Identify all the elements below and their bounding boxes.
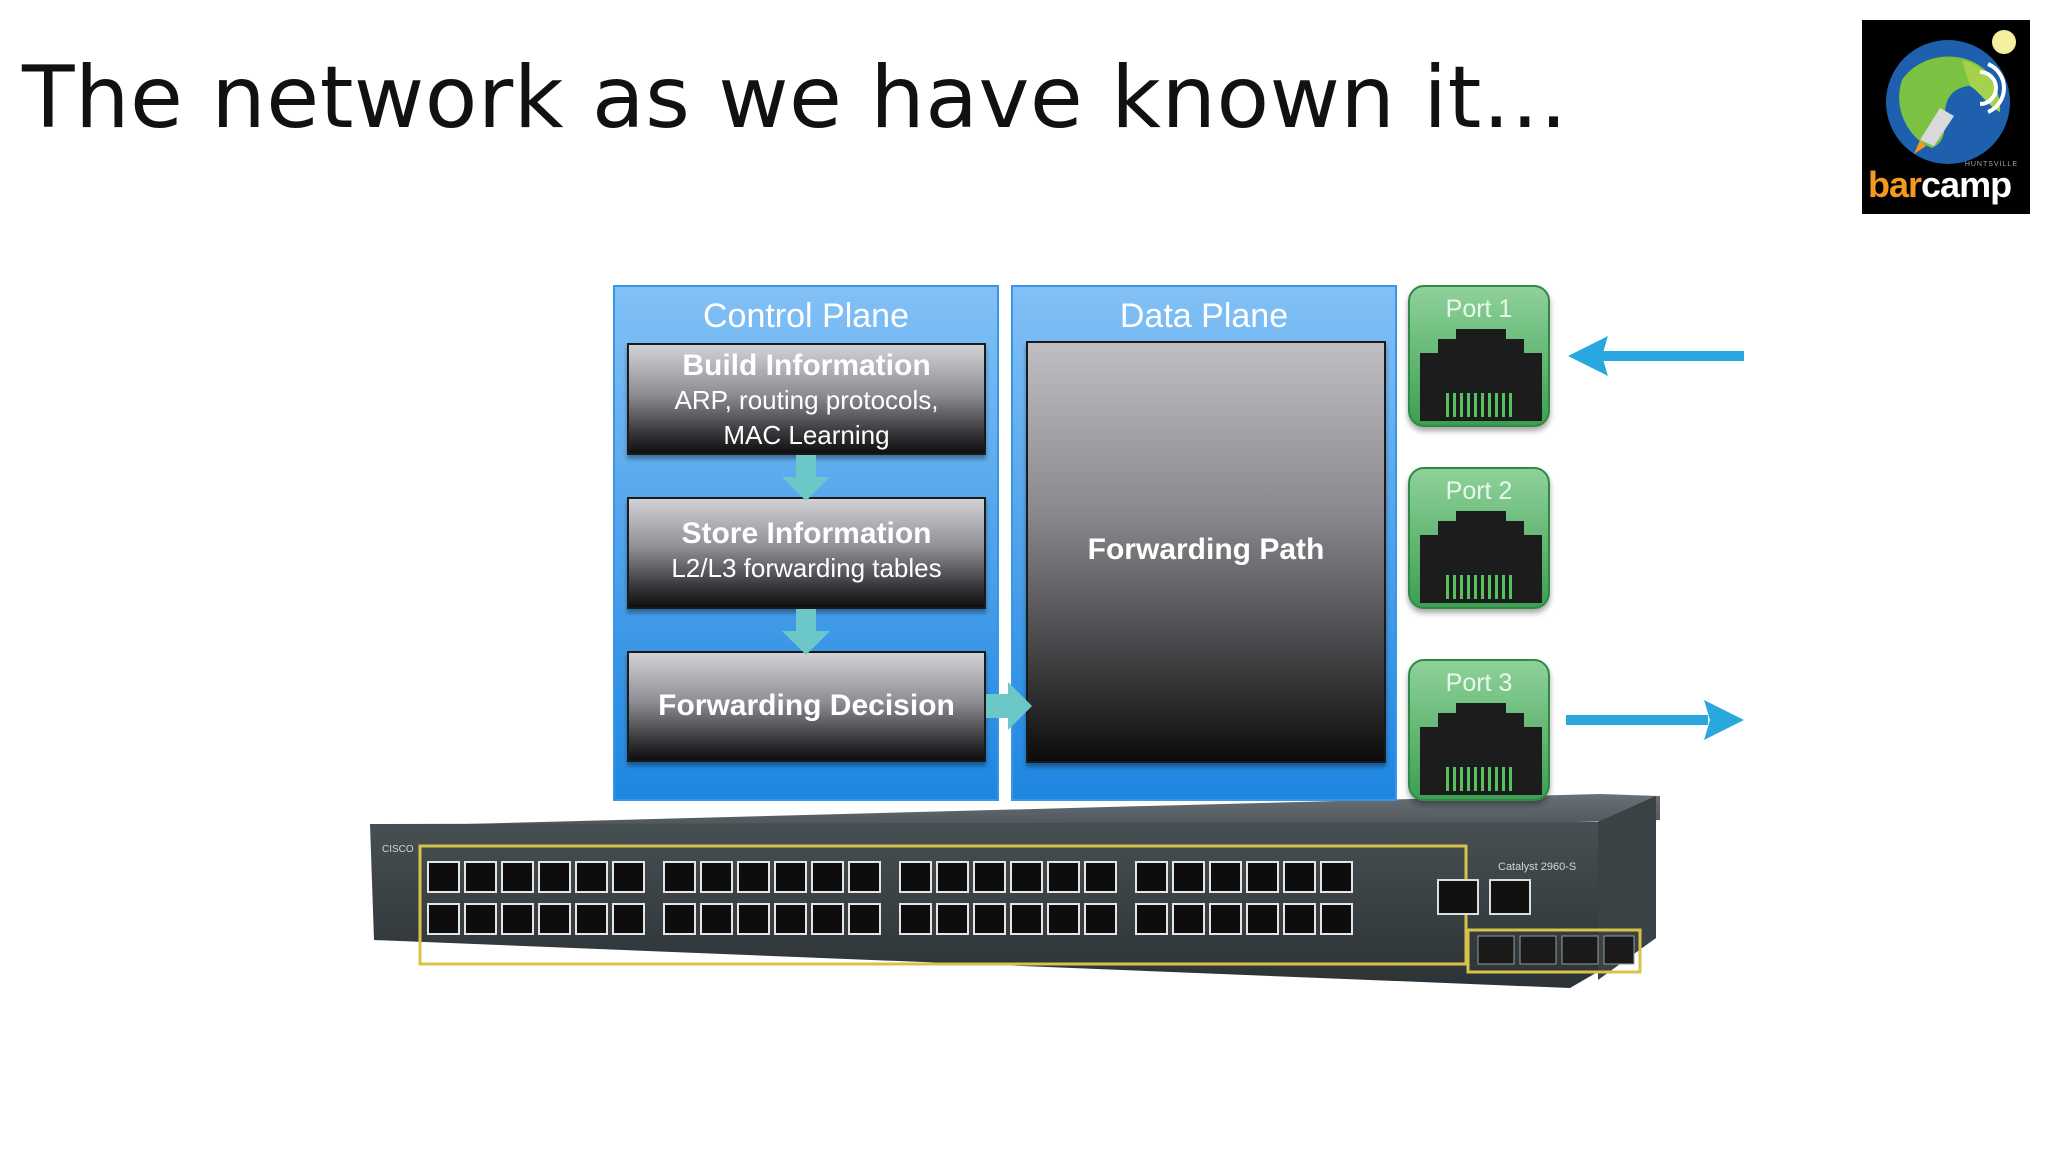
switch-ethernet-port	[700, 861, 733, 893]
store-information-box: Store Information L2/L3 forwarding table…	[627, 497, 986, 609]
slide-title: The network as we have known it…	[22, 48, 1569, 148]
switch-ethernet-port	[427, 903, 460, 935]
switch-ethernet-port	[1172, 903, 1205, 935]
switch-ethernet-port	[575, 861, 608, 893]
flow-arrow-down-icon	[782, 609, 830, 655]
switch-ethernet-port	[501, 903, 534, 935]
switch-ethernet-port	[737, 903, 770, 935]
forwarding-decision-box: Forwarding Decision	[627, 651, 986, 762]
port-3: Port 3	[1408, 659, 1550, 801]
ethernet-port-icon	[1420, 511, 1542, 603]
switch-ethernet-port	[1047, 903, 1080, 935]
forwarding-path-box: Forwarding Path	[1026, 341, 1386, 763]
switch-ethernet-port	[663, 861, 696, 893]
switch-ethernet-port	[811, 861, 844, 893]
port-3-label: Port 3	[1445, 669, 1513, 697]
switch-ethernet-port	[1010, 903, 1043, 935]
build-information-heading: Build Information	[682, 349, 931, 382]
network-switch-image: CISCO Catalyst 2960-S	[370, 794, 1660, 988]
store-information-heading: Store Information	[681, 517, 932, 550]
build-information-line1: ARP, routing protocols,	[674, 385, 939, 415]
logo-camp-text: camp	[1921, 164, 2012, 205]
data-plane-title: Data Plane	[1119, 297, 1289, 335]
ethernet-port-icon	[1420, 703, 1542, 795]
barcamp-logo: HUNTSVILLE barcamp	[1862, 20, 2030, 214]
incoming-traffic-arrow-icon	[1568, 336, 1744, 376]
switch-ethernet-port	[1209, 903, 1242, 935]
switch-ethernet-port	[538, 861, 571, 893]
switch-ethernet-port	[464, 861, 497, 893]
switch-port-bank	[427, 861, 1353, 935]
ethernet-port-icon	[1420, 329, 1542, 421]
flow-arrow-down-icon	[782, 455, 830, 501]
switch-ethernet-port	[1320, 903, 1353, 935]
switch-ethernet-port	[774, 861, 807, 893]
switch-ethernet-port	[1320, 861, 1353, 893]
switch-ethernet-port	[899, 861, 932, 893]
switch-ethernet-port	[1084, 861, 1117, 893]
switch-ethernet-port	[1209, 861, 1242, 893]
store-information-line1: L2/L3 forwarding tables	[671, 553, 942, 583]
switch-ethernet-port	[899, 903, 932, 935]
switch-ethernet-port	[1283, 903, 1316, 935]
forwarding-decision-heading: Forwarding Decision	[658, 689, 955, 722]
outgoing-traffic-arrow-icon	[1566, 700, 1744, 740]
switch-ethernet-port	[936, 861, 969, 893]
port-2: Port 2	[1408, 467, 1550, 609]
switch-ethernet-port	[427, 861, 460, 893]
port-2-label: Port 2	[1445, 477, 1513, 505]
switch-ethernet-port	[848, 861, 881, 893]
switch-ethernet-port	[774, 903, 807, 935]
switch-ethernet-port	[1010, 861, 1043, 893]
switch-ethernet-port	[575, 903, 608, 935]
control-plane-title: Control Plane	[702, 297, 909, 335]
switch-ethernet-port	[501, 861, 534, 893]
forwarding-path-heading: Forwarding Path	[1087, 533, 1325, 566]
switch-ethernet-port	[700, 903, 733, 935]
port-1: Port 1	[1408, 285, 1550, 427]
switch-ethernet-port	[1135, 903, 1168, 935]
switch-ethernet-port	[811, 903, 844, 935]
logo-wordmark: barcamp	[1868, 164, 2028, 206]
switch-ethernet-port	[737, 861, 770, 893]
port-1-label: Port 1	[1445, 295, 1513, 323]
switch-ethernet-port	[663, 903, 696, 935]
switch-model-text: Catalyst 2960-S	[1498, 861, 1576, 873]
build-information-box: Build Information ARP, routing protocols…	[627, 343, 986, 455]
switch-ethernet-port	[936, 903, 969, 935]
switch-ethernet-port	[973, 903, 1006, 935]
switch-ethernet-port	[612, 903, 645, 935]
switch-ethernet-port	[1246, 861, 1279, 893]
switch-ethernet-port	[1283, 861, 1316, 893]
logo-subtitle: HUNTSVILLE	[1964, 161, 2018, 168]
build-information-line2: MAC Learning	[723, 420, 890, 450]
flow-arrow-right-icon	[986, 682, 1032, 730]
switch-ethernet-port	[848, 903, 881, 935]
switch-ethernet-port	[1172, 861, 1205, 893]
switch-ethernet-port	[464, 903, 497, 935]
switch-ethernet-port	[612, 861, 645, 893]
switch-ethernet-port	[1246, 903, 1279, 935]
switch-ethernet-port	[538, 903, 571, 935]
switch-ethernet-port	[1047, 861, 1080, 893]
switch-ethernet-port	[1084, 903, 1117, 935]
logo-bar-text: bar	[1868, 164, 1922, 205]
switch-ethernet-port	[1135, 861, 1168, 893]
globe-icon	[1886, 30, 2016, 164]
switch-brand-text: CISCO	[382, 844, 414, 855]
switch-ethernet-port	[973, 861, 1006, 893]
